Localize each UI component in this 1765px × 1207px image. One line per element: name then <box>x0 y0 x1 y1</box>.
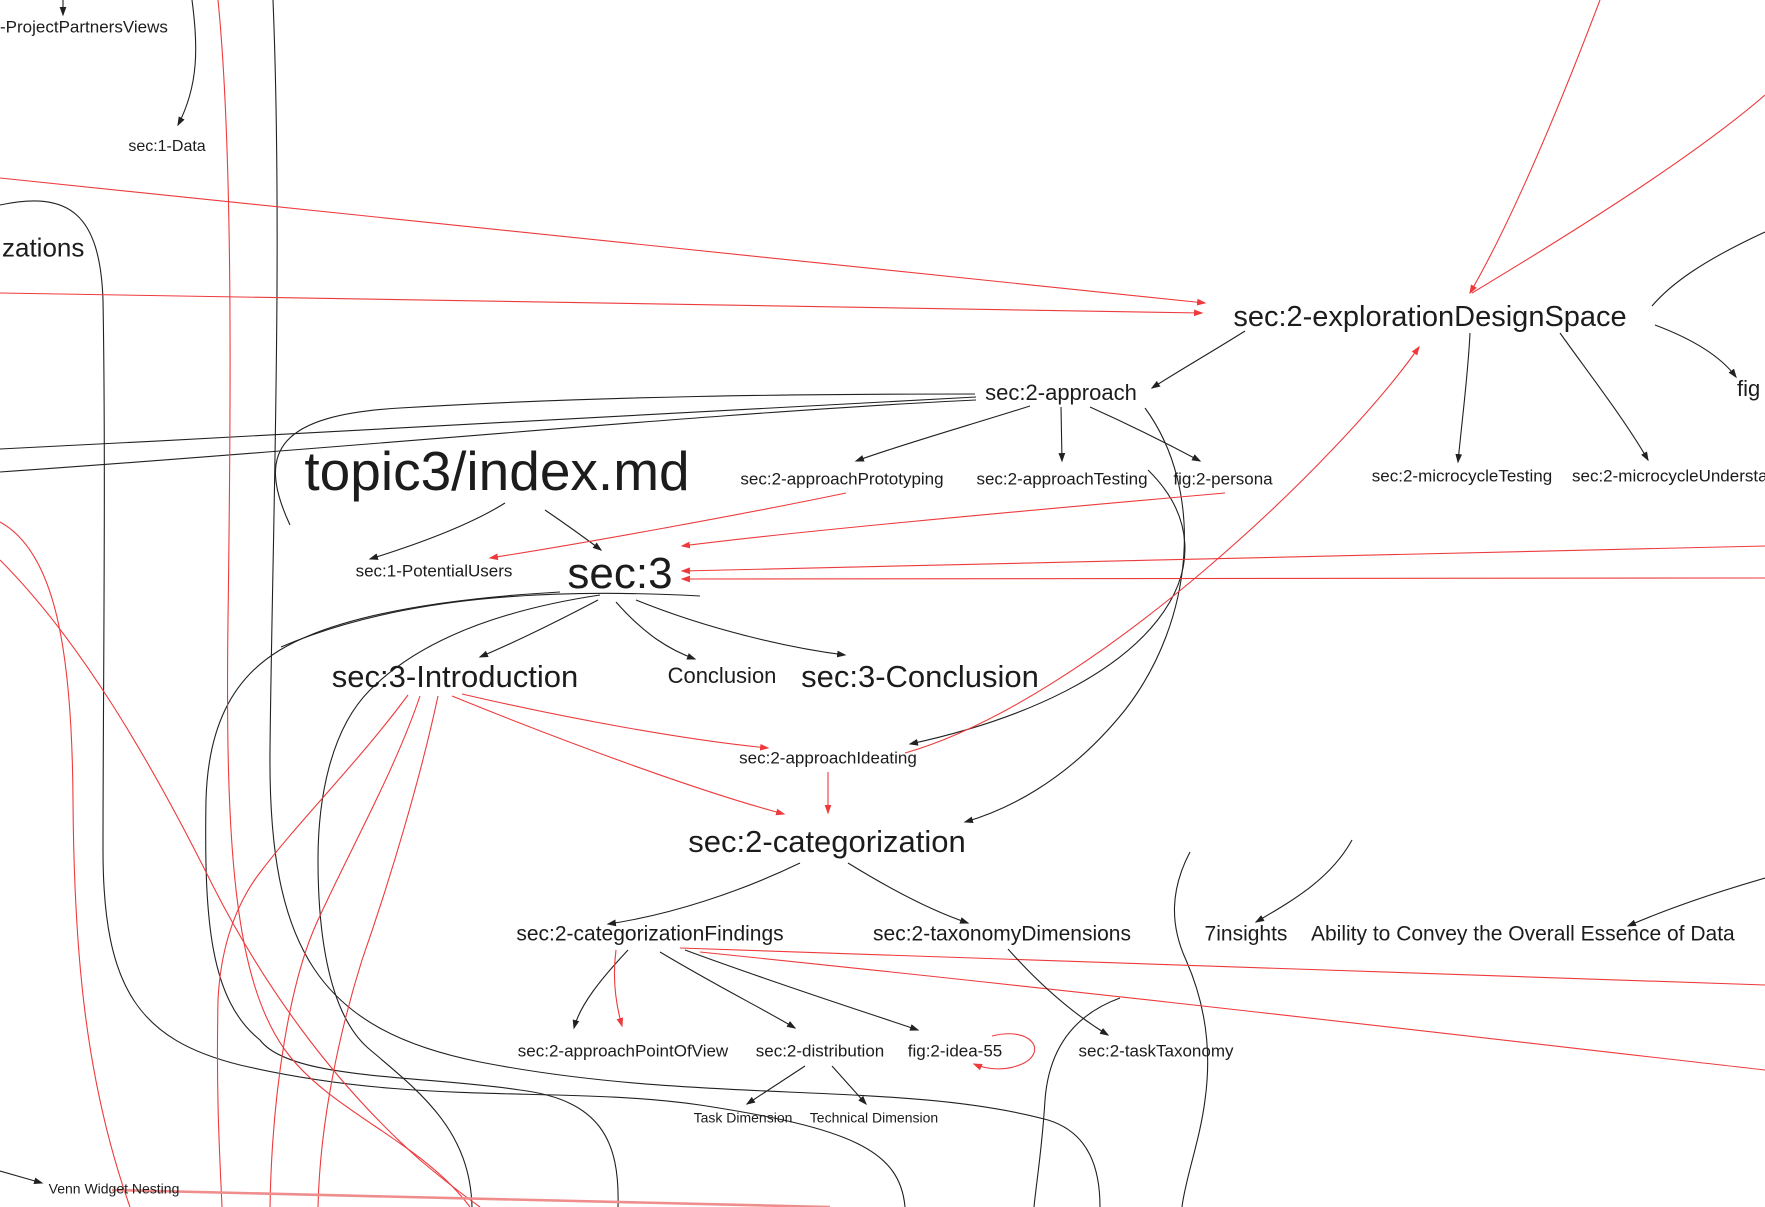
edge-arrow <box>1007 948 1110 1036</box>
edge-curve-red <box>269 695 421 1207</box>
edge-arrow <box>1150 330 1246 389</box>
edge-curve <box>0 200 906 1207</box>
edge-arrow <box>478 599 599 658</box>
node-potential-users[interactable]: sec:1-PotentialUsers <box>355 561 513 581</box>
edge-curve-red <box>1471 94 1765 294</box>
node-sec3[interactable]: sec:3 <box>567 548 673 598</box>
node-categorization[interactable]: sec:2-categorization <box>688 823 966 859</box>
edge-arrow-red <box>0 292 1204 317</box>
node-sec3-introduction[interactable]: sec:3-Introduction <box>331 658 579 694</box>
node-technical-dimension[interactable]: Technical Dimension <box>809 1109 939 1126</box>
edge-curve-red <box>0 521 131 1207</box>
edge-arrow <box>908 469 1186 746</box>
edge-curve <box>1173 851 1209 1207</box>
node-fig[interactable]: fig <box>1737 375 1761 401</box>
edge-arrow <box>854 405 1031 462</box>
edge-arrow <box>1089 406 1202 462</box>
edge-arrow-red <box>904 345 1420 754</box>
edge-curve <box>269 0 1101 1207</box>
edge-arrow <box>684 949 920 1031</box>
edge-arrow <box>1455 332 1471 464</box>
edge-arrow <box>177 0 197 127</box>
edge-arrow <box>615 601 697 660</box>
node-zations[interactable]: zations <box>2 232 85 263</box>
edge-self-loop-red <box>972 1033 1036 1071</box>
edge-arrow <box>635 599 847 658</box>
edge-arrow-red <box>680 545 1765 575</box>
node-fig-persona[interactable]: fig:2-persona <box>1173 469 1273 489</box>
edge-arrow-red <box>451 695 786 816</box>
edge-curve-red <box>317 695 439 1207</box>
edge-arrow <box>1254 839 1353 923</box>
edge-arrow <box>368 502 506 560</box>
node-topic3-index-md[interactable]: topic3/index.md <box>304 439 690 502</box>
node-taxonomy-dimensions[interactable]: sec:2-taxonomyDimensions <box>873 922 1131 946</box>
node-approach-prototyping[interactable]: sec:2-approachPrototyping <box>740 469 944 489</box>
edge-arrow <box>1626 877 1765 927</box>
edge-arrow-red <box>613 949 624 1028</box>
node-distribution[interactable]: sec:2-distribution <box>755 1041 885 1061</box>
edge-curve-red <box>679 947 1765 986</box>
edge-curve <box>1651 231 1765 307</box>
edge-arrow-red <box>680 492 1226 549</box>
edge-arrow <box>847 862 970 924</box>
edge-curve <box>1033 997 1121 1207</box>
edge-curve <box>0 399 977 473</box>
node-categorization-findings[interactable]: sec:2-categorizationFindings <box>516 922 784 946</box>
edge-arrow <box>963 407 1185 824</box>
node-approach-point-of-view[interactable]: sec:2-approachPointOfView <box>517 1041 729 1061</box>
edge-curve-red <box>111 1188 831 1207</box>
edge-arrow-red <box>461 693 770 751</box>
edge-arrow <box>572 949 629 1030</box>
edge-arrow <box>1058 406 1066 463</box>
edge-curve <box>274 393 976 526</box>
node-exploration-design-space[interactable]: sec:2-explorationDesignSpace <box>1233 301 1627 334</box>
edge-curve-red <box>217 0 471 1207</box>
edge-arrow <box>606 862 801 927</box>
node-project-partners-views[interactable]: -ProjectPartnersViews <box>0 17 168 37</box>
node-approach[interactable]: sec:2-approach <box>985 379 1137 405</box>
node-sec3-conclusion[interactable]: sec:3-Conclusion <box>801 658 1039 694</box>
edge-arrow-red <box>0 177 1207 306</box>
node-task-dimension[interactable]: Task Dimension <box>693 1109 793 1126</box>
edge-arrow-red <box>488 492 847 561</box>
edge-curve <box>317 594 601 1207</box>
node-fig-idea-55[interactable]: fig:2-idea-55 <box>907 1041 1003 1061</box>
edge-arrow <box>745 1065 806 1105</box>
node-microcycle-testing[interactable]: sec:2-microcycleTesting <box>1371 466 1553 486</box>
edge-curve-red <box>0 559 481 1207</box>
edge-arrow <box>831 1065 867 1106</box>
node-ability-to-convey[interactable]: Ability to Convey the Overall Essence of… <box>1311 922 1735 946</box>
node-sec1-data[interactable]: sec:1-Data <box>128 138 206 156</box>
node-7insights[interactable]: 7insights <box>1204 922 1288 946</box>
edge-arrow <box>0 1170 44 1185</box>
edge-curve <box>280 592 701 648</box>
edge-arrow <box>1559 332 1649 462</box>
node-approach-testing[interactable]: sec:2-approachTesting <box>976 469 1148 489</box>
node-venn-widget-nesting[interactable]: Venn Widget Nesting <box>48 1180 180 1197</box>
edge-arrow <box>1654 324 1737 379</box>
edge-arrow-red <box>680 575 1765 583</box>
node-approach-ideating[interactable]: sec:2-approachIdeating <box>739 748 917 768</box>
edge-curve-red <box>216 694 409 1207</box>
edge-arrow <box>659 951 797 1029</box>
edge-arrow-red <box>1469 0 1601 295</box>
node-microcycle-understanding[interactable]: sec:2-microcycleUnderstanding <box>1572 466 1765 486</box>
node-task-taxonomy[interactable]: sec:2-taskTaxonomy <box>1078 1041 1234 1061</box>
edge-curve-red <box>699 951 1765 1071</box>
node-conclusion[interactable]: Conclusion <box>667 662 777 688</box>
edge-arrow <box>544 509 603 551</box>
edge-curve <box>205 591 619 1207</box>
